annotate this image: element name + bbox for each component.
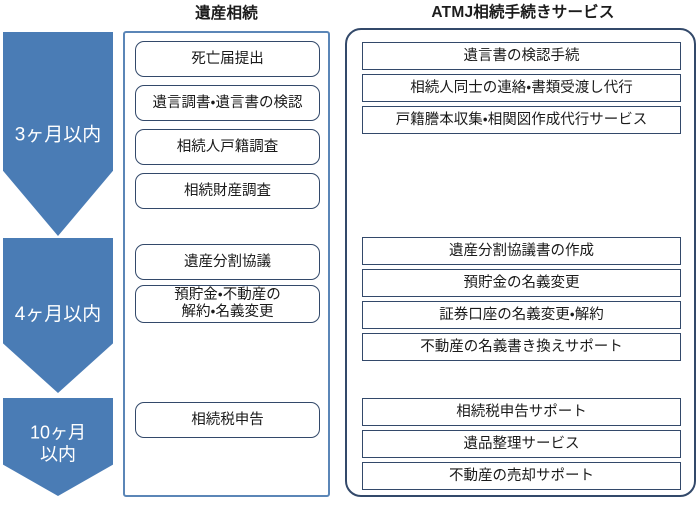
timeline-arrow-label: 10ヶ月 以内 [29, 422, 87, 465]
right-item-label: 証券口座の名義変更・解約 [439, 306, 604, 323]
timeline-arrow-4-months: 4ヶ月以内 [3, 238, 113, 393]
left-column-title: 遺産相続 [195, 5, 258, 22]
timeline-arrow-10-months: 10ヶ月 以内 [3, 398, 113, 496]
left-item-label: 預貯金・不動産の 解約・名義変更 [174, 287, 281, 320]
right-item-label: 不動産の売却サポート [449, 467, 594, 484]
left-item-label: 相続税申告 [191, 411, 264, 428]
left-item-6: 相続税申告 [135, 402, 320, 438]
left-item-label: 相続財産調査 [184, 182, 271, 199]
right-item-6: 不動産の名義書き換えサポート [362, 333, 681, 361]
left-item-1: 遺言調書・遺言書の検認 [135, 85, 320, 121]
right-column-panel: 遺言書の検認手続 相続人同士の連絡・書類受渡し代行 戸籍謄本収集・相関図作成代行… [345, 28, 696, 497]
right-item-0: 遺言書の検認手続 [362, 42, 681, 70]
right-item-9: 不動産の売却サポート [362, 462, 681, 490]
left-item-5: 預貯金・不動産の 解約・名義変更 [135, 285, 320, 323]
right-item-2: 戸籍謄本収集・相関図作成代行サービス [362, 106, 681, 134]
right-column-title: ATMJ相続手続きサービス [431, 4, 615, 21]
left-item-2: 相続人戸籍調査 [135, 129, 320, 165]
left-column-panel: 死亡届提出 遺言調書・遺言書の検認 相続人戸籍調査 相続財産調査 遺産分割協議 … [123, 31, 330, 497]
right-item-label: 預貯金の名義変更 [463, 274, 580, 291]
left-item-label: 遺言調書・遺言書の検認 [152, 94, 303, 111]
left-item-4: 遺産分割協議 [135, 244, 320, 280]
right-item-label: 遺言書の検認手続 [463, 47, 580, 64]
right-item-label: 遺品整理サービス [463, 435, 580, 452]
right-item-4: 預貯金の名義変更 [362, 269, 681, 297]
left-item-label: 遺産分割協議 [184, 253, 271, 270]
right-item-1: 相続人同士の連絡・書類受渡し代行 [362, 74, 681, 102]
timeline-arrow-label: 3ヶ月以内 [14, 124, 102, 146]
right-item-5: 証券口座の名義変更・解約 [362, 301, 681, 329]
right-item-label: 戸籍謄本収集・相関図作成代行サービス [395, 111, 648, 128]
timeline-arrow-label: 4ヶ月以内 [14, 303, 102, 325]
right-item-label: 遺産分割協議書の作成 [449, 242, 594, 259]
left-item-label: 死亡届提出 [191, 50, 264, 67]
left-item-0: 死亡届提出 [135, 41, 320, 77]
left-item-3: 相続財産調査 [135, 173, 320, 209]
right-item-8: 遺品整理サービス [362, 430, 681, 458]
left-item-label: 相続人戸籍調査 [176, 138, 279, 155]
right-item-7: 相続税申告サポート [362, 398, 681, 426]
timeline-arrow-3-months: 3ヶ月以内 [3, 32, 113, 236]
right-item-label: 相続税申告サポート [456, 403, 587, 420]
right-item-label: 不動産の名義書き換えサポート [420, 338, 623, 355]
right-item-3: 遺産分割協議書の作成 [362, 237, 681, 265]
right-item-label: 相続人同士の連絡・書類受渡し代行 [410, 79, 633, 96]
